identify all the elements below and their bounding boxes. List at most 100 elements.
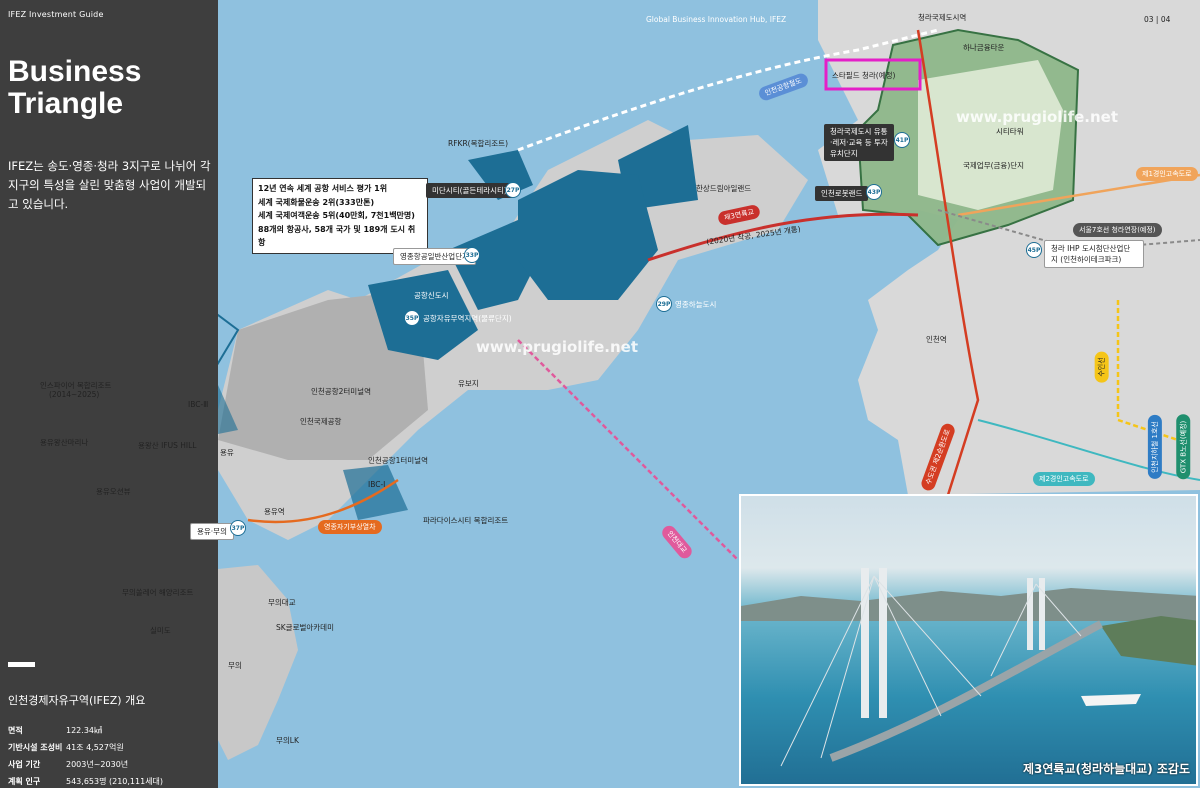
label-midan: 미단시티(골든테라시티) <box>426 183 513 198</box>
bridge-deck <box>829 620 1103 762</box>
airport-callout: 12년 연속 세계 공항 서비스 평가 1위 세계 국제화물운송 2위(333만… <box>252 178 428 254</box>
label-yongyu-marina: 용유왕산마리나 <box>40 438 89 447</box>
overview-key: 기반시설 조성비 <box>8 743 63 752</box>
label-airport-new-city: 공항신도시 <box>414 291 449 300</box>
label-airport: 인천국제공항 <box>300 417 342 426</box>
label-cheongna-ihp: 청라 IHP 도시첨단산업단지 (인천하이테크파크) <box>1044 240 1144 268</box>
overview-key: 사업 기간 <box>8 760 41 769</box>
label-yongyu-muui: 용유·무의 <box>190 523 234 540</box>
airport-area <box>218 290 428 460</box>
overview-row: 사업 기간 2003년~2030년 <box>8 756 163 773</box>
pin-35p[interactable]: 35P <box>404 310 420 326</box>
bridge-inset: 제3연륙교(청라하늘대교) 조감도 <box>739 494 1198 786</box>
watermark: www.prugiolife.net <box>956 108 1119 126</box>
label-muui-bridge: 무의대교 <box>268 598 296 607</box>
label-muui: 무의 <box>228 661 242 670</box>
guide-label: IFEZ Investment Guide <box>8 10 104 19</box>
bridge-illustration <box>741 568 1196 767</box>
starfield-highlight <box>824 58 922 91</box>
gyeongin2-line <box>977 419 1200 481</box>
label-gyeongin2: 제2경인고속도로 <box>1033 472 1095 486</box>
label-airport-free-zone: 공항자유무역지역(물류단지) <box>423 314 512 323</box>
info-panel: IFEZ Investment Guide Business Triangle … <box>0 0 218 788</box>
pin-33p[interactable]: 33P <box>464 247 480 263</box>
label-rfkr: RFKR(복합리조트) <box>448 139 509 148</box>
airport-rail-line <box>517 28 939 152</box>
zone-sky-city <box>448 220 538 310</box>
callout-line: 12년 연속 세계 공항 서비스 평가 1위 <box>258 184 388 193</box>
map-graphic <box>218 0 1200 760</box>
label-paradise: 파라다이스시티 복합리조트 <box>423 516 509 525</box>
pin-37p[interactable]: 37P <box>230 520 246 536</box>
watermark: www.prugiolife.net <box>476 338 639 356</box>
label-sk-academy: SK글로벌아카데미 <box>276 623 334 632</box>
label-seoul7: 서울7호선 청라연장(예정) <box>1073 223 1162 237</box>
incheon-bridge-line <box>517 339 739 561</box>
label-yongyu-ocean: 용유오션뷰 <box>96 487 131 496</box>
title-line-2: Triangle <box>8 87 124 120</box>
overview-value: 2003년~2030년 <box>66 760 129 769</box>
label-yongyu-station: 용유역 <box>264 507 285 516</box>
intro-text: IFEZ는 송도·영종·청라 3지구로 나뉘어 각 지구의 특성을 살린 맞춤형… <box>8 159 211 211</box>
overview-key: 면적 <box>8 726 23 735</box>
label-terminal1: 인천공항1터미널역 <box>368 456 428 465</box>
overview-title: 인천경제자유구역(IFEZ) 개요 <box>8 694 146 707</box>
map-area[interactable]: Global Business Innovation Hub, IFEZ 03 … <box>138 0 1200 788</box>
overview-value: 122.34㎢ <box>66 726 102 735</box>
cheongna-core <box>918 60 1063 210</box>
label-terminal2: 인천공항2터미널역 <box>311 387 371 396</box>
label-muui-lk: 무의LK <box>276 736 299 745</box>
zone-sky-east <box>518 170 658 300</box>
pin-29p[interactable]: 29P <box>656 296 672 312</box>
label-incheon-station: 인천역 <box>926 335 947 344</box>
cables-right <box>990 583 1082 677</box>
far-coast <box>741 588 1196 621</box>
pylon-right-2 <box>1039 578 1045 650</box>
overview-value: 543,653명 (210,111세대) <box>66 777 164 786</box>
label-yongyu: 용유 <box>220 448 234 457</box>
pin-27p[interactable]: 27P <box>505 182 521 198</box>
label-yubo: 유보지 <box>458 379 479 388</box>
maglev-line <box>247 478 399 524</box>
map-header: Global Business Innovation Hub, IFEZ <box>646 15 787 24</box>
zone-ibc3 <box>218 385 238 434</box>
pin-45p[interactable]: 45P <box>1026 242 1042 258</box>
label-intl-business: 국제업무(금융)단지 <box>963 161 1025 170</box>
label-city-tower: 시티타워 <box>996 127 1024 136</box>
label-starfield[interactable]: 스타필드 청라(예정) <box>832 71 896 80</box>
label-cheongna-cluster: 청라국제도시 유통·레저·교육 등 투자유치단지 <box>824 124 894 161</box>
gyeongin1-line <box>957 173 1200 217</box>
overview-row: 면적 122.34㎢ <box>8 722 163 739</box>
right-hills <box>1101 616 1196 666</box>
seoul7-line <box>937 209 1200 252</box>
overview-value: 41조 4,527억원 <box>66 743 124 752</box>
pin-41p[interactable]: 41P <box>894 132 910 148</box>
pylon-left <box>861 568 869 718</box>
label-suin: 수인선 <box>1094 351 1109 383</box>
label-muui-resort: 무의쏠레어 해양리조트 <box>122 588 194 597</box>
pin-43p[interactable]: 43P <box>866 184 882 200</box>
label-robot-land: 인천로봇랜드 <box>815 186 869 201</box>
zone-airport-free <box>368 270 478 360</box>
page-numbers: 03 | 04 <box>1144 15 1171 24</box>
sudo-ring-line <box>916 29 980 496</box>
label-ibc3: IBC-Ⅲ <box>188 400 209 409</box>
label-inspire-years-body: (2014~2025) <box>49 390 100 399</box>
label-inspire-body: 인스파이어 복합리조트 <box>40 381 112 390</box>
label-hana-town: 하나금융타운 <box>963 43 1005 52</box>
inset-caption: 제3연륙교(청라하늘대교) 조감도 <box>1022 762 1190 776</box>
label-gyeongin1: 제1경인고속도로 <box>1136 167 1198 181</box>
label-maglev: 영종자기부상열차 <box>318 520 382 534</box>
pylon-left-2 <box>879 568 887 718</box>
cables-left <box>780 575 982 767</box>
callout-line: 88개의 항공사, 58개 국가 및 189개 도시 취항 <box>258 224 416 248</box>
label-wangsan: 용왕산 IFUS HILL <box>138 441 197 450</box>
panel-title: Business Triangle <box>8 56 141 120</box>
label-silmido: 실미도 <box>150 626 171 635</box>
label-ibc1: IBC-Ⅰ <box>368 480 386 489</box>
zone-airport-west <box>218 313 240 366</box>
label-cheongna-station: 청라국제도시역 <box>918 13 967 22</box>
